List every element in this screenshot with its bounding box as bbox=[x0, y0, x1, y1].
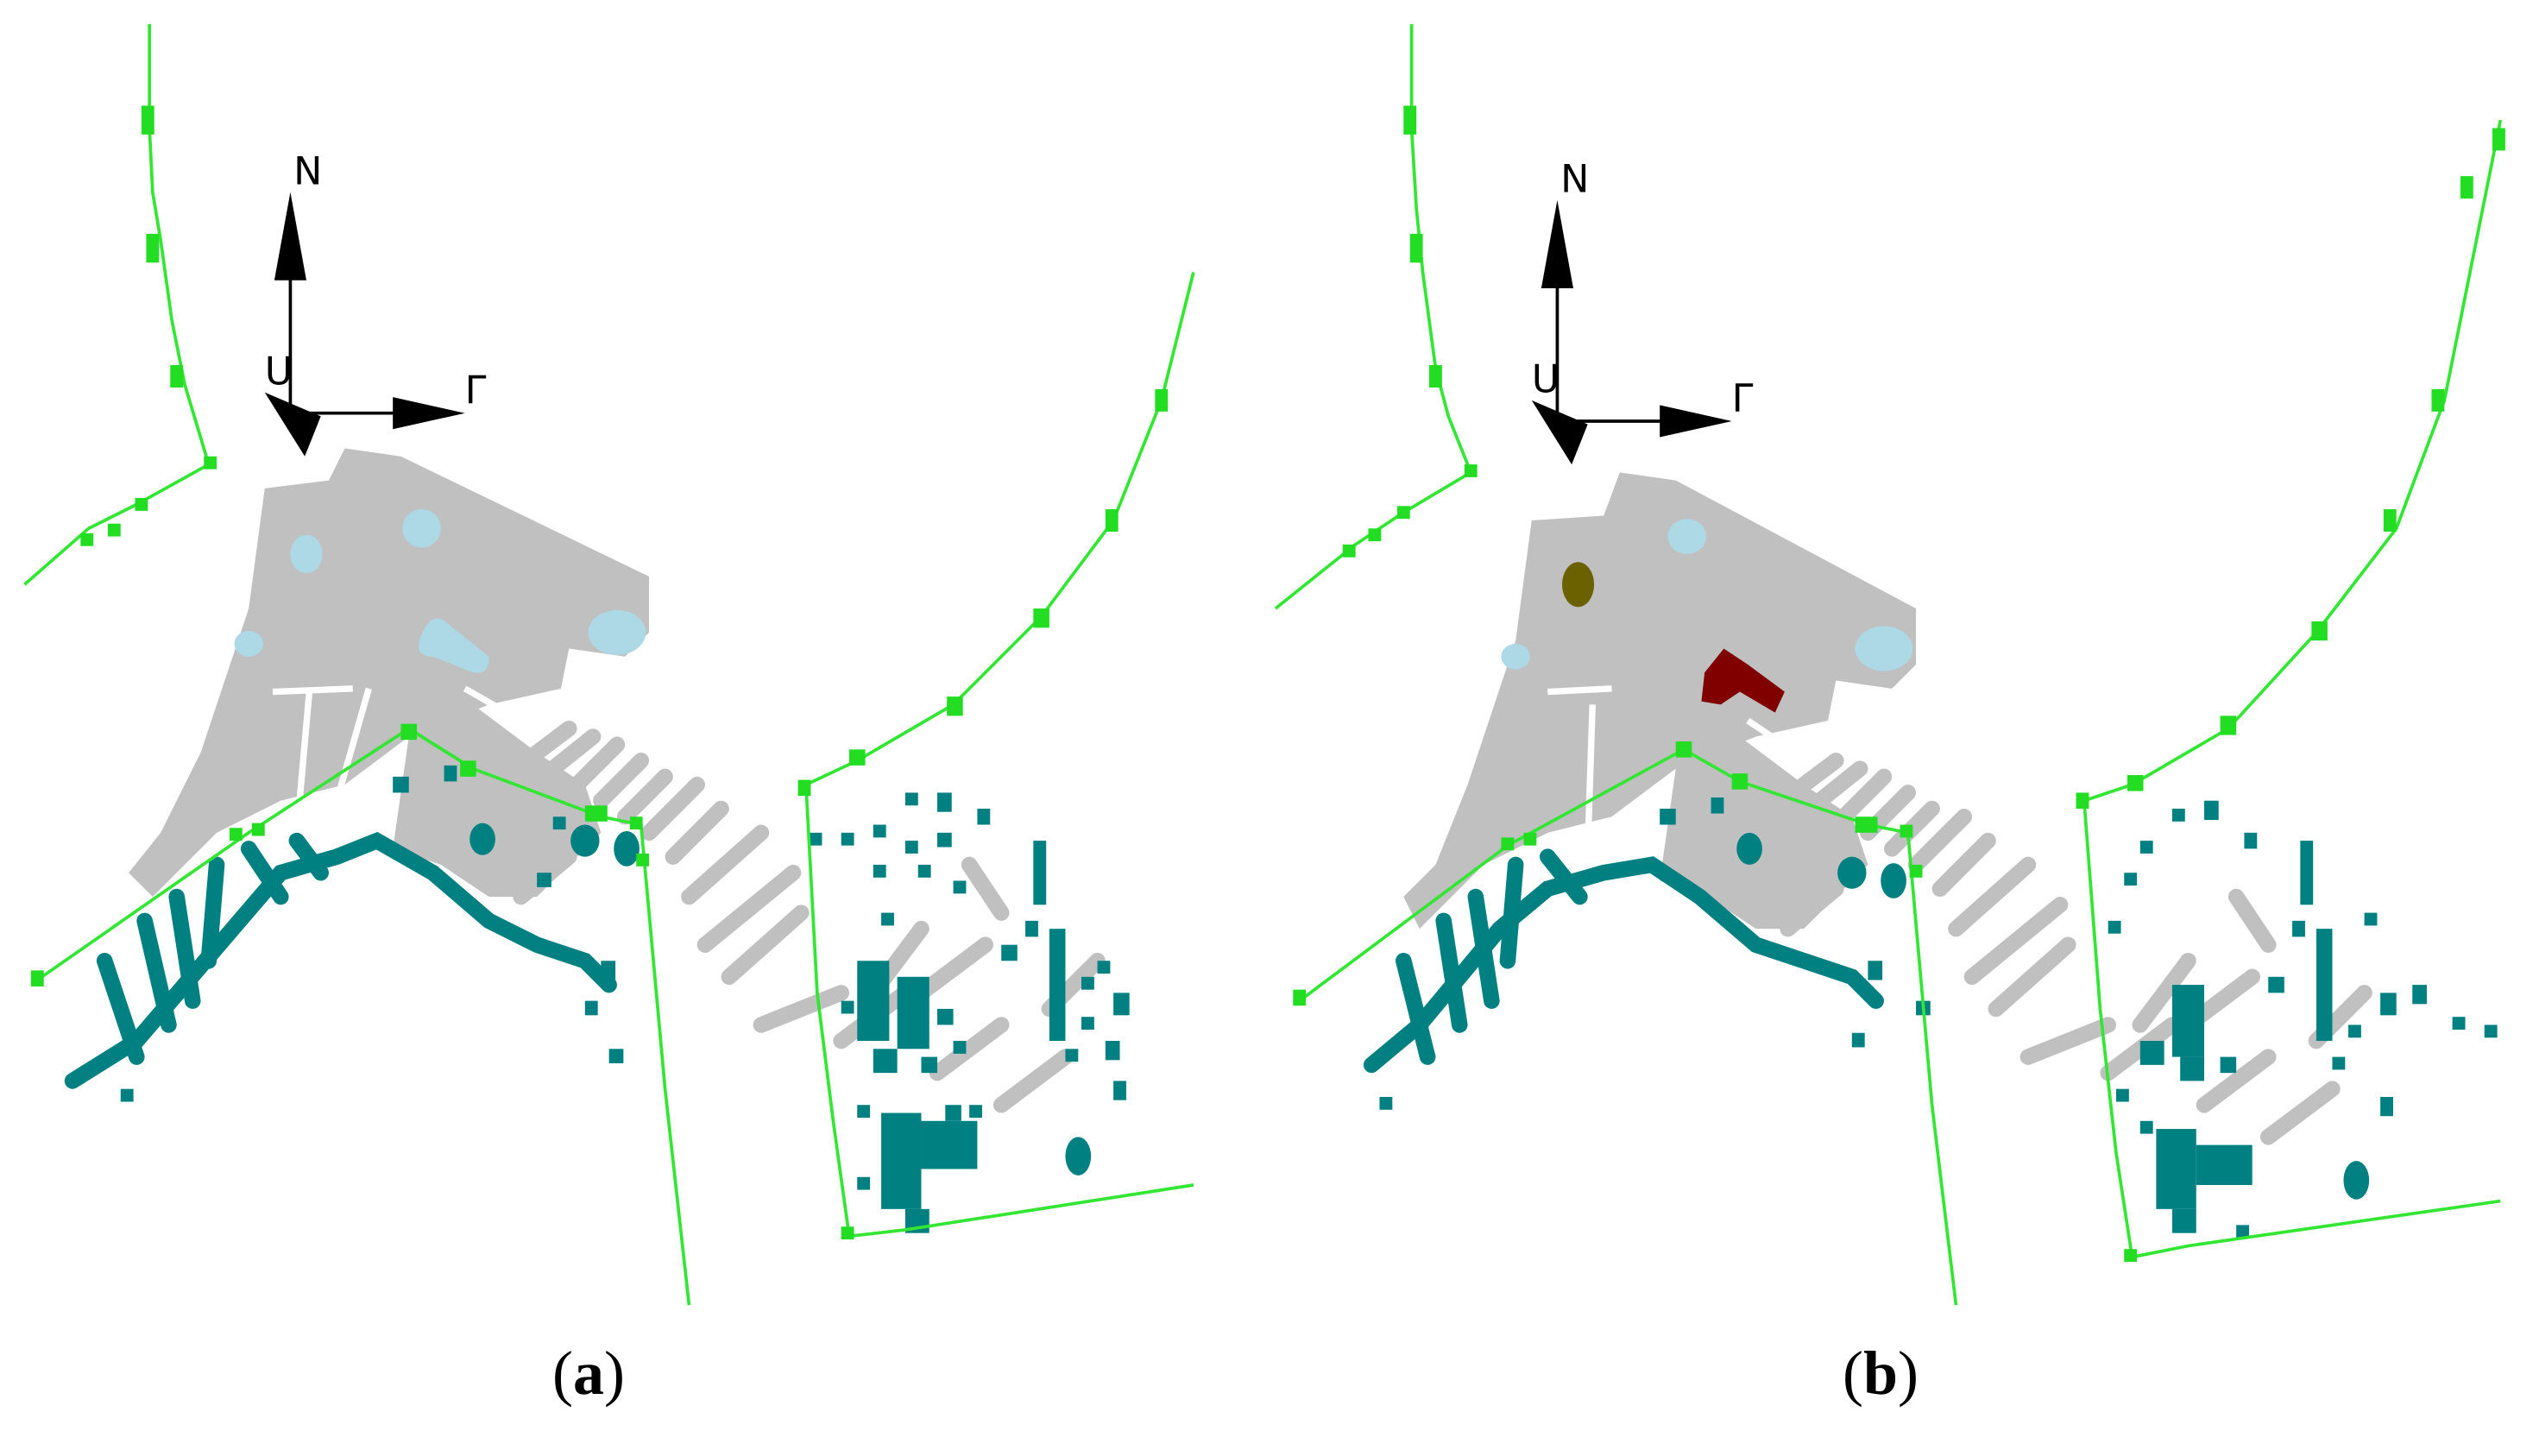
white-gaps bbox=[272, 685, 523, 834]
ground-surface bbox=[129, 448, 650, 898]
north-arrow-icon bbox=[1541, 199, 1573, 288]
east-arrow-icon bbox=[1660, 405, 1732, 438]
vegetation-points bbox=[1379, 797, 2498, 1239]
olive-object bbox=[1562, 562, 1595, 608]
axis-indicator: N Γ U bbox=[264, 148, 487, 457]
boundary-lines bbox=[23, 23, 1195, 1306]
caption-b: (b) bbox=[1843, 1339, 1919, 1408]
up-label: U bbox=[265, 349, 293, 394]
point-cloud-view-b: N Γ U bbox=[1274, 23, 2505, 1306]
east-label: Γ bbox=[465, 369, 487, 413]
caption-a: (a) bbox=[552, 1339, 625, 1408]
road-strips bbox=[1748, 753, 2372, 1145]
east-label: Γ bbox=[1732, 376, 1754, 421]
axis-indicator: N Γ U bbox=[1531, 157, 1754, 465]
panel-b: N Γ U bbox=[1267, 0, 2533, 1329]
water-patches bbox=[234, 509, 646, 673]
boundary-nodes bbox=[30, 105, 1169, 1240]
red-object bbox=[1701, 648, 1785, 713]
water-patches bbox=[1501, 519, 1913, 671]
classified-objects bbox=[1562, 562, 1785, 713]
north-arrow-icon bbox=[274, 192, 306, 280]
up-label: U bbox=[1532, 357, 1560, 402]
east-arrow-icon bbox=[393, 397, 465, 430]
vegetation-points bbox=[120, 765, 1130, 1233]
road-strips bbox=[481, 720, 1106, 1113]
point-cloud-view-a: N Γ U bbox=[23, 23, 1195, 1306]
boundary-nodes bbox=[1293, 105, 2505, 1263]
up-arrow-icon bbox=[1531, 400, 1588, 465]
panel-a: N Γ U bbox=[0, 0, 1266, 1329]
vegetation-band bbox=[64, 831, 617, 1089]
north-label: N bbox=[293, 148, 322, 193]
up-arrow-icon bbox=[264, 392, 321, 457]
white-gaps bbox=[1547, 685, 1798, 849]
vegetation-band bbox=[1363, 848, 1884, 1074]
ground-surface bbox=[1403, 472, 1917, 930]
north-label: N bbox=[1560, 157, 1589, 202]
